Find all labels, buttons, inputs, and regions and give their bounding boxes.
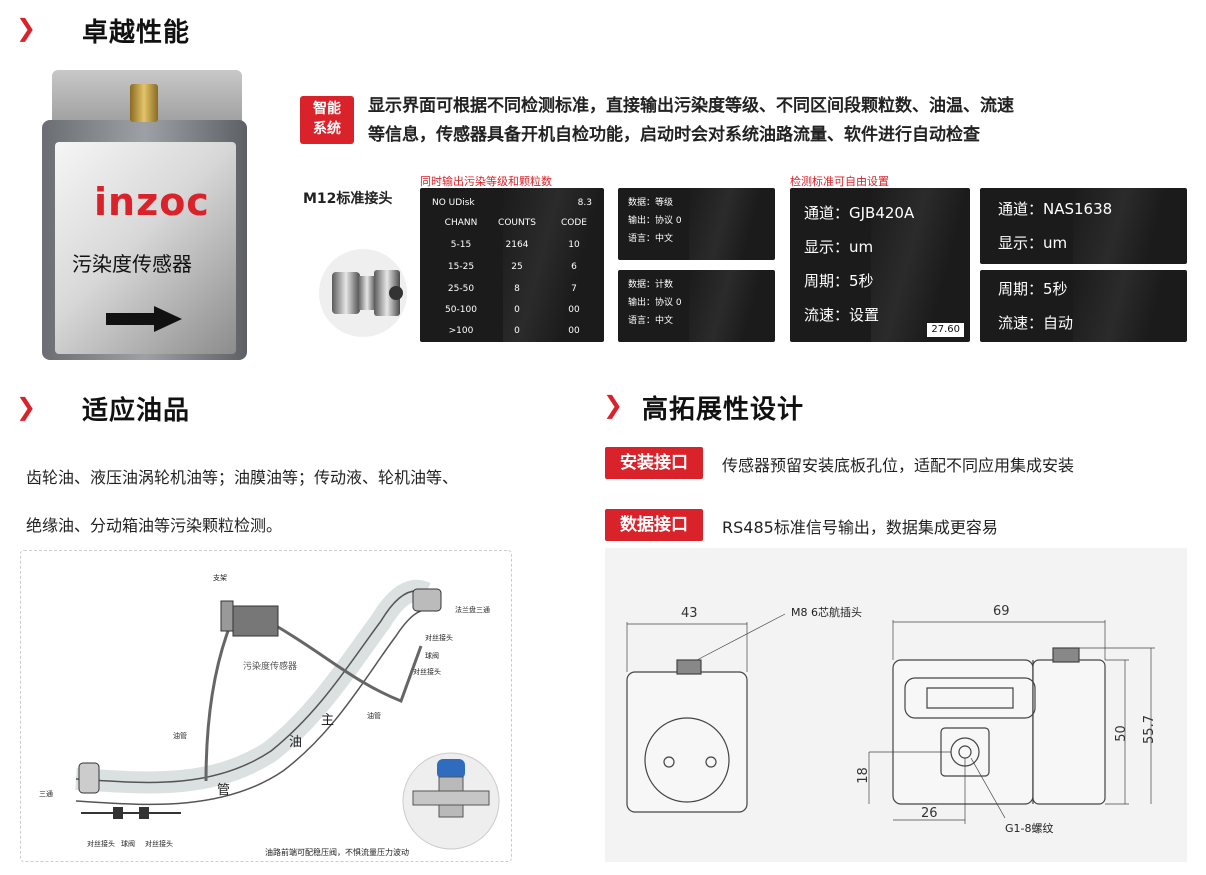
dim-43: 43 (681, 606, 698, 621)
screen-status: NO UDisk (432, 198, 475, 208)
col-counts: COUNTS (498, 218, 536, 228)
install-interface-tag: 安装接口 (605, 447, 703, 479)
device-label: 污染度传感器 (72, 252, 192, 276)
oils-text-line1: 齿轮油、液压油涡轮机油等；油膜油等；传动液、轮机油等、 (26, 468, 459, 487)
label-connector: 对丝接头 (425, 634, 453, 642)
install-interface-text: 传感器预留安装底板孔位，适配不同应用集成安装 (722, 456, 1075, 475)
smart-tag-line1: 智能 (313, 101, 341, 117)
caption-standard: 检测标准可自由设置 (790, 175, 889, 188)
cell: 25 (511, 262, 523, 272)
screen-line: 通道：NAS1638 (998, 200, 1113, 218)
brand-logo: inzoc (94, 180, 210, 224)
flow-value-badge: 27.60 (927, 323, 964, 337)
label-tee: 三通 (39, 790, 53, 798)
data-interface-text: RS485标准信号输出，数据集成更容易 (722, 518, 998, 537)
cell: 15-25 (447, 262, 475, 272)
label-oil-pipe: 油管 (367, 712, 381, 720)
screen-particle-table: NO UDisk 8.3 CHANN COUNTS CODE 5-15 2164… (420, 188, 604, 342)
dim-55-7: 55.7 (1141, 715, 1157, 744)
section-title-performance: 卓越性能 (82, 18, 191, 48)
cell: 8 (514, 284, 520, 294)
label-bracket: 支架 (213, 574, 227, 582)
screen-line: 流速：自动 (998, 314, 1074, 332)
chevron-right-icon: ❯ (603, 391, 624, 419)
smart-text-line2: 等信息，传感器具备开机自检功能，启动时会对系统油路流量、软件进行自动检查 (368, 125, 980, 145)
smart-text-line1: 显示界面可根据不同检测标准，直接输出污染度等级、不同区间段颗粒数、油温、流速 (368, 96, 1014, 116)
col-chann: CHANN (444, 218, 478, 228)
dim-26: 26 (921, 806, 938, 821)
installation-diagram: 支架 污染度传感器 法兰盘三通 对丝接头 球阀 对丝接头 油管 油管 主 油 管… (20, 550, 512, 862)
col-code: CODE (561, 218, 587, 228)
data-interface-tag: 数据接口 (605, 509, 703, 541)
screen-line: 语言：中文 (628, 234, 674, 244)
cell: 0 (514, 305, 520, 315)
smart-tag-line2: 系统 (313, 121, 341, 137)
diagram-note: 油路前端可配稳压阀，不惧流量压力波动 (265, 848, 409, 857)
screen-line: 数据：计数 (628, 280, 674, 290)
dimension-drawing: 43 M8 6芯航插头 69 50 55.7 18 26 G1-8螺纹 (605, 548, 1187, 862)
screen-standard-gjb: 通道：GJB420A 显示：um 周期：5秒 流速：设置 27.60 (790, 188, 970, 342)
oils-description: 齿轮油、液压油涡轮机油等；油膜油等；传动液、轮机油等、 绝缘油、分动箱油等污染颗… (26, 454, 458, 550)
label-connector: 对丝接头 (87, 840, 115, 848)
screen-line: 语言：中文 (628, 316, 674, 326)
screen-settings-level: 数据：等级 输出：协议 0 语言：中文 (618, 188, 775, 260)
screen-line: 数据：等级 (628, 198, 674, 208)
caption-output: 同时输出污染等级和颗粒数 (420, 175, 552, 188)
arrow-right-icon (106, 306, 182, 336)
screen-line: 通道：GJB420A (804, 204, 915, 222)
cell: 25-50 (447, 284, 475, 294)
cell: 5-15 (450, 240, 472, 250)
cell: 2164 (505, 240, 529, 250)
screen-line: 显示：um (804, 238, 874, 256)
dim-69: 69 (993, 604, 1010, 619)
cell: 6 (571, 262, 577, 272)
cell: 0 (514, 326, 520, 336)
screen-standard-nas: 通道：NAS1638 显示：um (980, 188, 1187, 264)
label-flange-tee: 法兰盘三通 (455, 606, 490, 614)
cell: 00 (568, 326, 580, 336)
cell: >100 (448, 326, 474, 336)
label-thread: G1-8螺纹 (1005, 822, 1054, 835)
cell: 00 (568, 305, 580, 315)
label-connector: 对丝接头 (413, 668, 441, 676)
label-oil-pipe: 油管 (173, 732, 187, 740)
cell: 7 (571, 284, 577, 294)
cell: 10 (568, 240, 580, 250)
section-title-expansion: 高拓展性设计 (642, 395, 805, 425)
screen-cycle-flow: 周期：5秒 流速：自动 (980, 270, 1187, 342)
dim-50: 50 (1113, 725, 1129, 742)
cell: 50-100 (445, 305, 477, 315)
section-title-oils: 适应油品 (82, 396, 191, 426)
label-sensor: 污染度传感器 (243, 662, 298, 672)
label-main-pipe: 主 (321, 713, 335, 728)
m12-label: M12标准接头 (303, 191, 393, 207)
oils-text-line2: 绝缘油、分动箱油等污染颗粒检测。 (26, 516, 283, 535)
smart-system-tag: 智能 系统 (300, 96, 354, 144)
screen-line: 显示：um (998, 234, 1068, 252)
dim-18: 18 (855, 767, 871, 784)
m12-connector-image (318, 248, 408, 342)
label-main-pipe: 油 (289, 735, 303, 750)
screen-line: 周期：5秒 (998, 280, 1068, 298)
chevron-right-icon: ❯ (16, 393, 37, 421)
screen-line: 输出：协议 0 (628, 298, 682, 308)
screen-line: 输出：协议 0 (628, 216, 682, 226)
smart-description: 显示界面可根据不同检测标准，直接输出污染度等级、不同区间段颗粒数、油温、流速 等… (368, 92, 1014, 150)
screen-value: 8.3 (577, 198, 592, 208)
label-main-pipe: 管 (217, 783, 231, 798)
label-m8-plug: M8 6芯航插头 (791, 606, 862, 619)
label-ball-valve: 球阀 (121, 840, 135, 848)
sensor-device-image: inzoc 污染度传感器 (42, 70, 247, 360)
screen-line: 流速：设置 (804, 306, 880, 324)
label-connector: 对丝接头 (145, 840, 173, 848)
screen-settings-count: 数据：计数 输出：协议 0 语言：中文 (618, 270, 775, 342)
label-ball-valve: 球阀 (425, 652, 439, 660)
screen-line: 周期：5秒 (804, 272, 874, 290)
chevron-right-icon: ❯ (16, 14, 37, 42)
